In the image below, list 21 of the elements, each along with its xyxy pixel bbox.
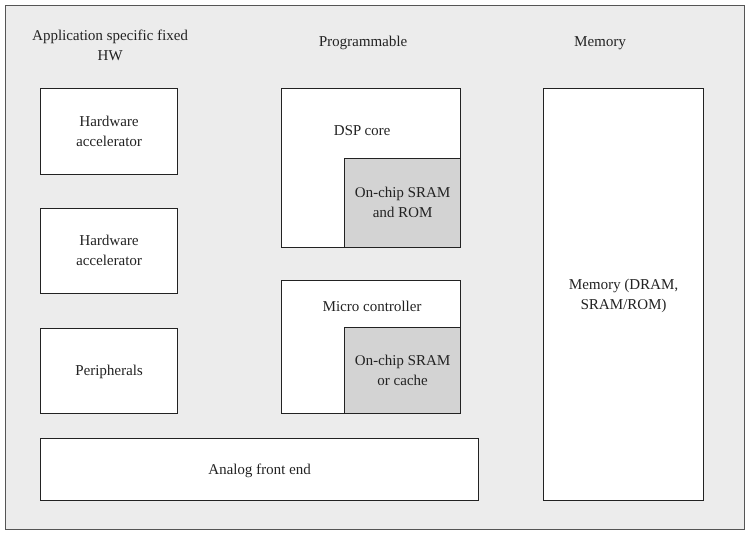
component-block — [281, 280, 461, 414]
component-block — [40, 328, 178, 414]
component-block — [40, 438, 479, 501]
block-label: On-chip SRAM or cache — [354, 352, 451, 390]
block-label: Micro controller — [322, 298, 422, 317]
component-block — [281, 88, 461, 248]
column-heading: Application specific fixed HW — [31, 27, 189, 66]
block-label: Memory (DRAM, SRAM/ROM) — [568, 276, 680, 314]
block-label: On-chip SRAM and ROM — [354, 184, 451, 223]
block-label: Hardware accelerator — [75, 112, 143, 152]
memory-block — [344, 327, 461, 414]
memory-block — [344, 158, 461, 248]
component-block — [40, 208, 178, 294]
block-label: Hardware accelerator — [75, 232, 143, 271]
block-label: Analog front end — [208, 460, 311, 480]
component-block — [40, 88, 178, 175]
component-block — [543, 88, 704, 501]
block-label: DSP core — [332, 122, 392, 141]
column-heading: Memory — [573, 33, 627, 52]
block-label: Peripherals — [75, 362, 143, 381]
column-heading: Programmable — [318, 33, 408, 52]
